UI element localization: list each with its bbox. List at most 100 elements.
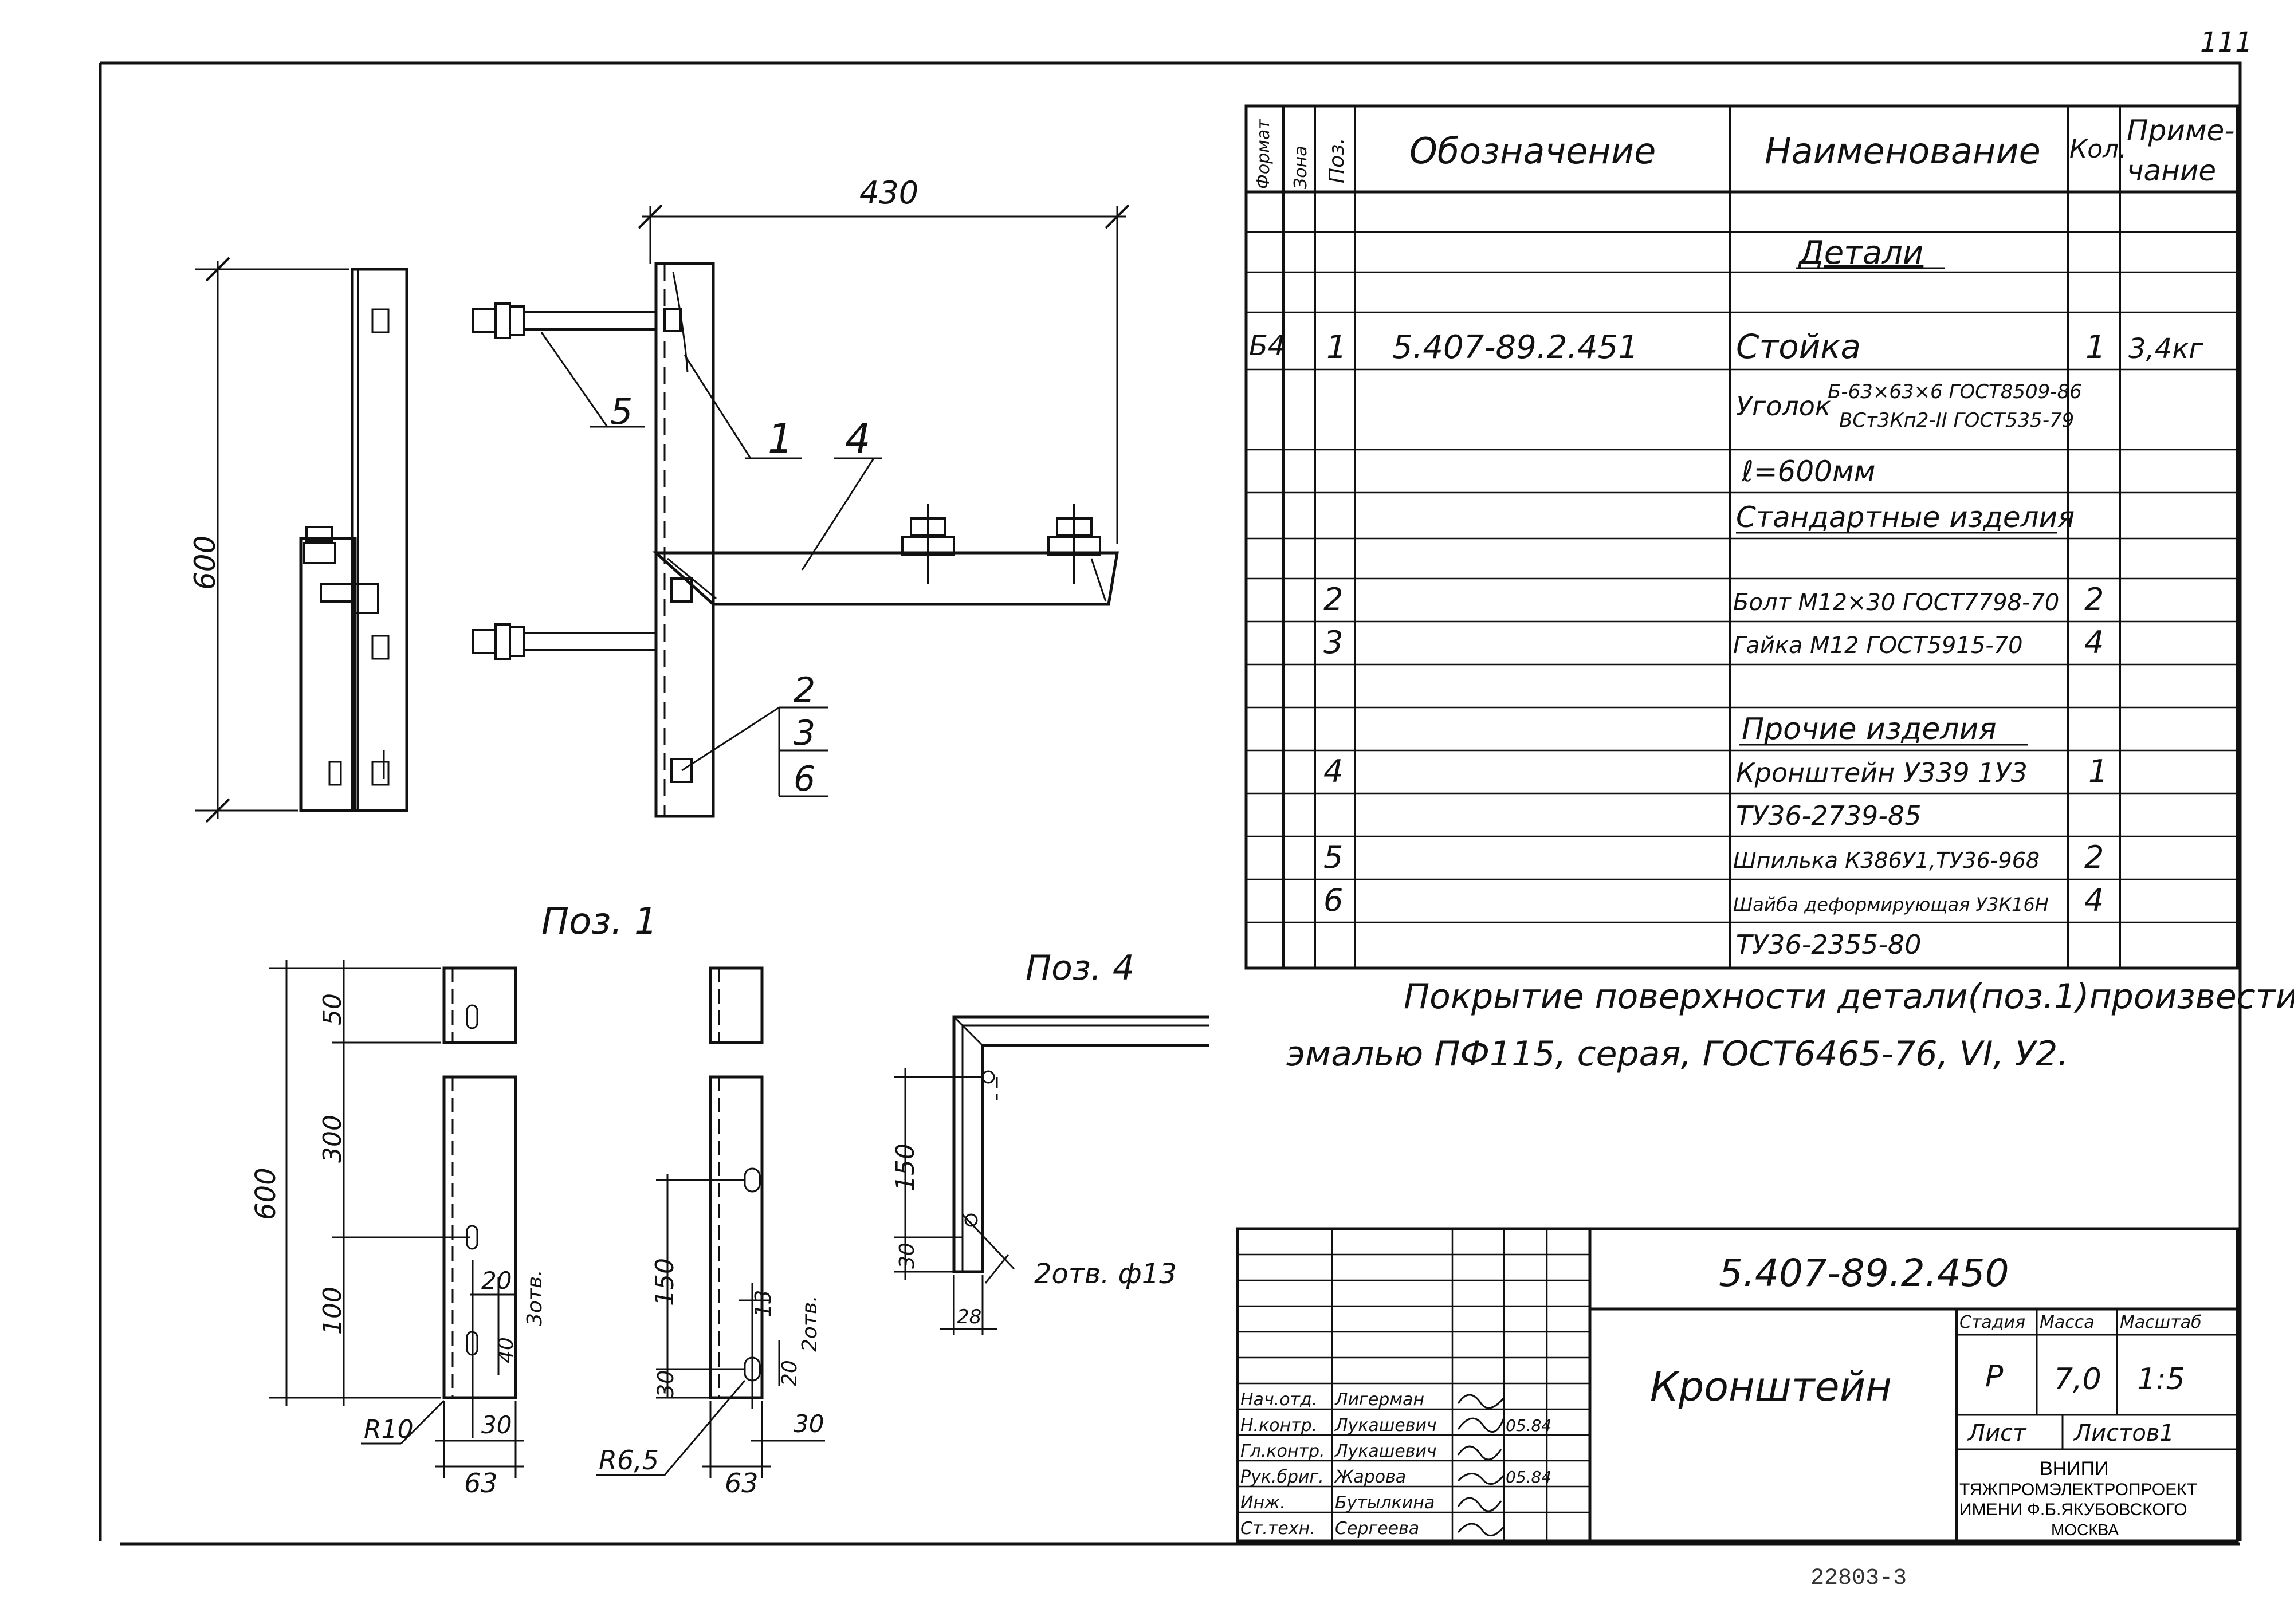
dim-pos1b-hole-note: 2отв. xyxy=(798,1295,822,1352)
callout-3: 3 xyxy=(794,713,815,753)
row2-pos: 2 xyxy=(1323,581,1343,618)
callout-1: 1 xyxy=(768,415,794,462)
dim-pos1b-edge2: 30 xyxy=(794,1410,824,1438)
title-block: 5.407-89.2.450 Кронштейн Стадия Масса Ма… xyxy=(1236,1227,2239,1543)
callout-5: 5 xyxy=(610,391,633,432)
row3-name: Гайка М12 ГОСТ5915-70 xyxy=(1733,632,2023,659)
row3-qty: 4 xyxy=(2084,624,2104,660)
sheet-frame xyxy=(99,61,2242,1546)
callout-6: 6 xyxy=(794,759,815,799)
dim-pos1b-hole: 13 xyxy=(751,1290,776,1318)
section-standard: Стандартные изделия xyxy=(1736,501,2075,534)
pos4-detail-view: 150 30 2отв. ф13 28 xyxy=(891,1015,1209,1335)
side-bracket xyxy=(299,537,357,812)
role-2: Н.контр. xyxy=(1240,1415,1317,1436)
stud-lower xyxy=(472,623,656,660)
row4-name: Кронштейн У339 1У3 xyxy=(1736,757,2028,788)
role-4: Рук.бриг. xyxy=(1240,1467,1324,1487)
pos1-angle-top xyxy=(442,966,517,1044)
header-note-1: Приме- xyxy=(2127,114,2234,147)
spec-table: Формат Зона Поз. Обозначение Наименовани… xyxy=(1244,104,2239,970)
header-pos: Поз. xyxy=(1325,137,1349,183)
row6-name: Шайба деформирующая У3К16Н xyxy=(1733,894,2049,915)
row1b-line2: ВСт3Кп2-II ГОСТ535-79 xyxy=(1839,409,2074,432)
pos1-angle-body xyxy=(442,1075,517,1399)
row1c-length: ℓ=600мм xyxy=(1741,455,1875,488)
role-3: Гл.контр. xyxy=(1240,1441,1325,1461)
side-angle-flange xyxy=(351,268,408,812)
row1-qty: 1 xyxy=(2085,329,2106,366)
name-4: Жарова xyxy=(1334,1467,1406,1487)
name-1: Лигерман xyxy=(1334,1390,1424,1410)
view-label-pos1: Поз. 1 xyxy=(541,901,658,943)
org-line-4: МОСКВА xyxy=(2051,1521,2119,1539)
row1-designation: 5.407-89.2.451 xyxy=(1392,329,1639,366)
dim-pos4-seg: 150 xyxy=(891,1143,920,1192)
role-5: Инж. xyxy=(1240,1493,1286,1513)
row6b-name: ТУ36-2355-80 xyxy=(1736,929,1921,960)
scale-value: 1:5 xyxy=(2137,1362,2185,1397)
row5-qty: 2 xyxy=(2084,839,2104,875)
name-2: Лукашевич xyxy=(1334,1415,1437,1436)
stage-value: Р xyxy=(1985,1359,2004,1394)
front-arm xyxy=(652,551,1119,606)
row1-pos: 1 xyxy=(1326,329,1347,366)
name-3: Лукашевич xyxy=(1334,1441,1437,1461)
dim-pos1-hole-note: 3отв. xyxy=(523,1269,547,1326)
row4b-name: ТУ36-2739-85 xyxy=(1736,800,1921,831)
date-4: 05.84 xyxy=(1506,1468,1551,1487)
row5-name: Шпилька К386У1,ТУ36-968 xyxy=(1733,848,2040,873)
scale-label: Масштаб xyxy=(2120,1312,2202,1332)
row6-qty: 4 xyxy=(2084,882,2104,918)
mass-value: 7,0 xyxy=(2054,1362,2101,1397)
org-line-3: ИМЕНИ Ф.Б.ЯКУБОВСКОГО xyxy=(1959,1500,2187,1519)
stud-upper xyxy=(472,302,656,339)
doc-number: 5.407-89.2.450 xyxy=(1719,1251,2009,1295)
page-number: 111 xyxy=(2200,26,2253,58)
role-1: Нач.отд. xyxy=(1240,1390,1317,1410)
pos1-detail-view: 600 50 300 100 20 40 3отв. R10 30 63 150 xyxy=(250,960,825,1499)
row2-name: Болт М12×30 ГОСТ7798-70 xyxy=(1733,589,2059,616)
row2-qty: 2 xyxy=(2084,581,2104,618)
assembly-view: 600 xyxy=(188,175,1130,823)
row1-format: Б4 xyxy=(1249,330,1285,362)
header-designation: Обозначение xyxy=(1409,130,1656,172)
pos1b-angle-body xyxy=(709,1075,764,1399)
pos4-angle xyxy=(952,1015,1209,1273)
row5-pos: 5 xyxy=(1323,839,1343,875)
dim-pos1-total: 600 xyxy=(250,1167,282,1220)
row4-pos: 4 xyxy=(1323,753,1343,789)
dim-pos1b-seg: 150 xyxy=(650,1258,679,1306)
dim-overall-width: 430 xyxy=(859,175,918,211)
header-note-2: чание xyxy=(2127,154,2216,187)
section-other: Прочие изделия xyxy=(1742,712,1997,746)
pos1b-angle-top xyxy=(709,966,764,1044)
stage-label: Стадия xyxy=(1959,1312,2025,1332)
header-name: Наименование xyxy=(1765,130,2041,172)
dim-pos1-width: 63 xyxy=(464,1468,498,1499)
dim-overall-height: 600 xyxy=(188,536,222,590)
dim-pos1-edge: 30 xyxy=(481,1411,512,1439)
dim-pos4-width: 28 xyxy=(957,1306,981,1328)
dim-pos4-edge: 30 xyxy=(895,1242,919,1269)
row3-pos: 3 xyxy=(1323,624,1343,660)
callout-4: 4 xyxy=(845,415,871,462)
dim-pos4-hole-note: 2отв. ф13 xyxy=(1034,1258,1177,1290)
name-5: Бутылкина xyxy=(1335,1493,1435,1513)
org-line-1: ВНИПИ xyxy=(2040,1458,2109,1480)
drawing-title: Кронштейн xyxy=(1650,1363,1892,1410)
dim-pos1-radius: R10 xyxy=(364,1415,414,1444)
dim-pos1-hole: 20 xyxy=(481,1267,512,1295)
dim-pos1b-radius: R6,5 xyxy=(599,1445,659,1476)
name-6: Сергеева xyxy=(1335,1519,1419,1539)
sheets-label: Листов1 xyxy=(2073,1420,2174,1446)
sheet-label: Лист xyxy=(1967,1420,2027,1446)
dim-pos1-pitch: 40 xyxy=(494,1337,518,1363)
row1-name: Стойка xyxy=(1736,327,1861,366)
archive-number: 22803-3 xyxy=(1810,1566,1907,1591)
row1b-line1: Б-63×63×6 ГОСТ8509-86 xyxy=(1828,380,2082,403)
note-line-1: Покрытие поверхности детали(поз.1)произв… xyxy=(1404,977,2294,1017)
date-2: 05.84 xyxy=(1506,1416,1551,1435)
org-line-2: ТЯЖПРОМЭЛЕКТРОПРОЕКТ xyxy=(1959,1480,2197,1499)
